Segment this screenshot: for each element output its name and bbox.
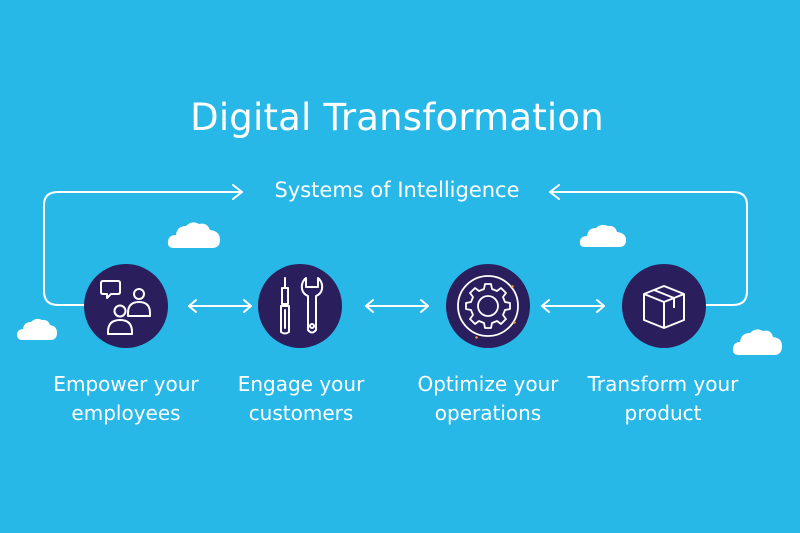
tools-icon [280,277,324,335]
step-label-employees: Empower your employees [53,372,199,425]
step-circle-customers [258,264,342,348]
double-arrow-3 [541,299,605,313]
cloud-icon [17,318,57,340]
cloud-icon [579,224,626,247]
accent-dot [513,321,516,324]
double-arrow-2 [365,299,429,313]
left-loop-arrowhead [232,184,243,200]
step-label-customers: Engage your customers [237,372,365,425]
right-loop-arrowhead [549,184,560,200]
step-circle-employees [84,264,168,348]
page-title: Digital Transformation [190,96,604,139]
step-circle-product [622,264,706,348]
loop-label: Systems of Intelligence [274,178,520,202]
accent-dot [475,336,478,339]
double-arrow-1 [188,299,252,313]
cloud-icon [167,222,220,248]
accent-dot [511,285,514,288]
right-loop-line [549,191,748,306]
left-loop-line [43,191,243,306]
step-circle-operations [446,264,530,348]
gear-icon [457,275,519,339]
cloud-icon [732,329,782,355]
box-icon [643,285,685,329]
step-label-product: Transform your product [587,372,739,425]
people-chat-icon [100,280,151,335]
step-label-operations: Optimize your operations [417,372,559,425]
